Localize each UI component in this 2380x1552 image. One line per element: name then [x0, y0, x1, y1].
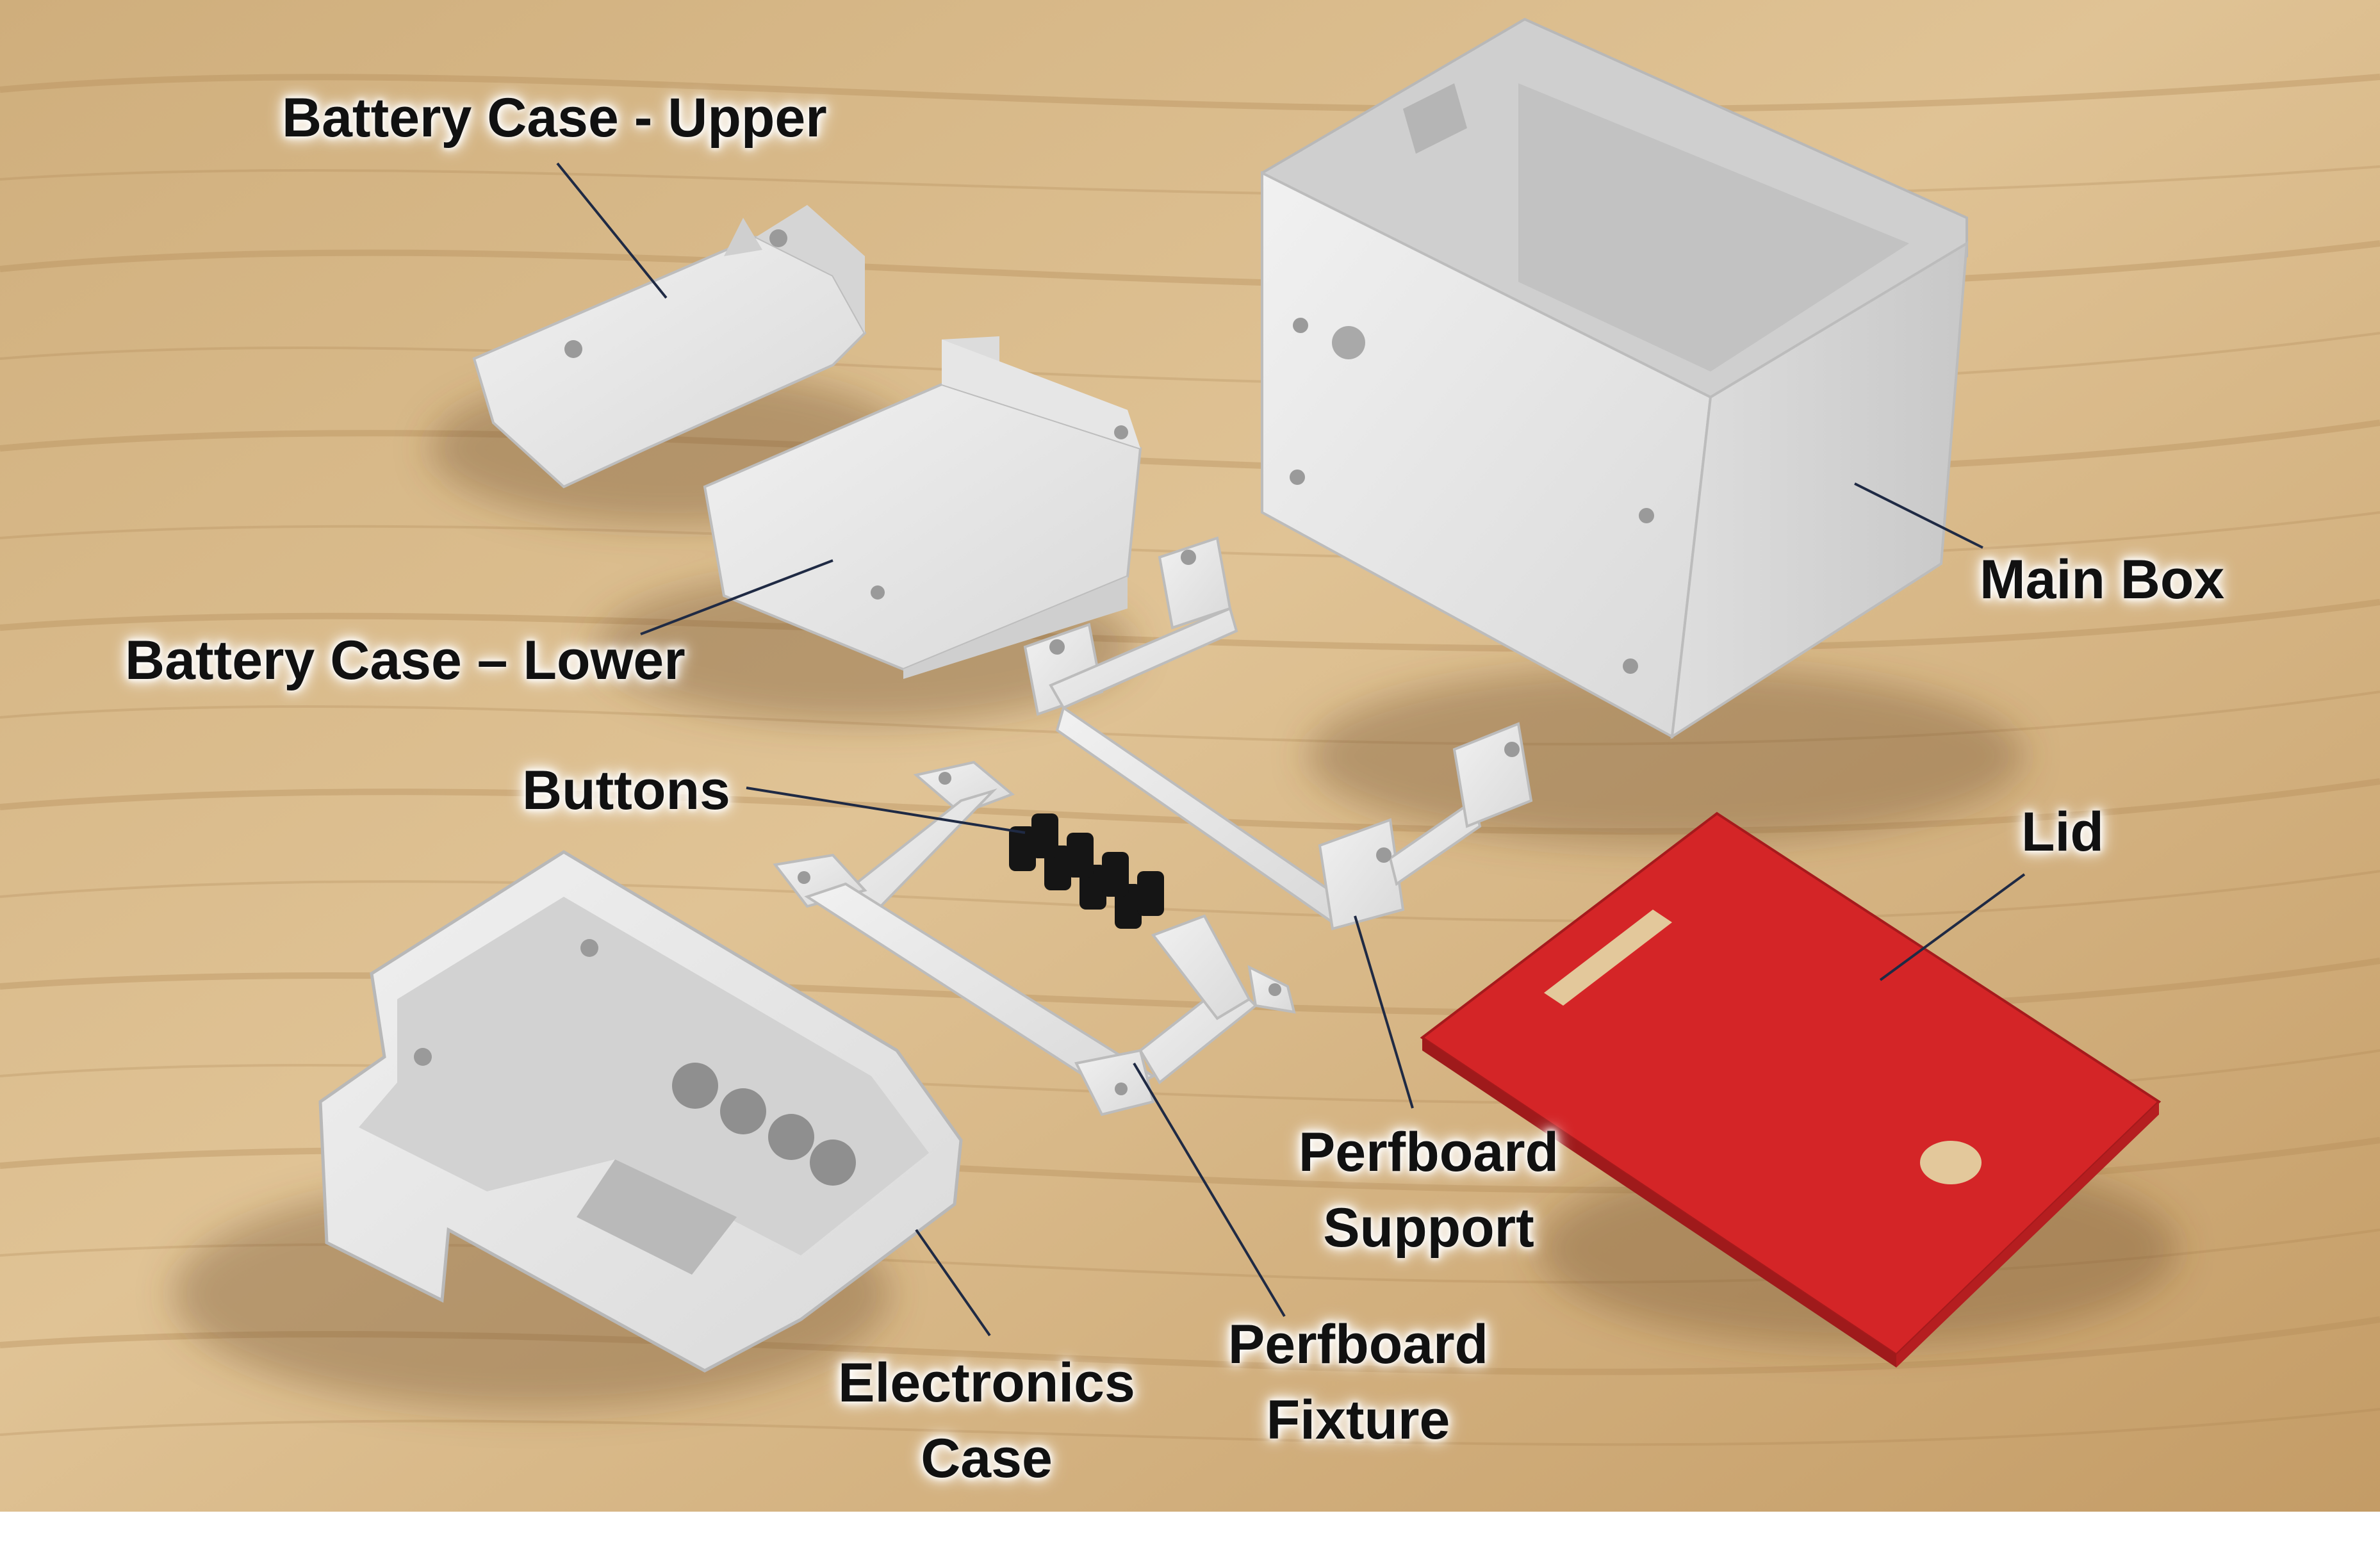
- leader-battery-lower: [640, 559, 833, 635]
- label-perfboard-support-line2: Support: [1323, 1197, 1534, 1259]
- leader-lines: [556, 162, 2026, 1337]
- lid-part: [1420, 812, 2162, 1368]
- battery-case-lower-part: [703, 336, 1142, 679]
- label-main-box: Main Box: [1980, 549, 2225, 610]
- label-lid: Lid: [2021, 801, 2104, 863]
- leader-perfboard-support: [1354, 915, 1414, 1109]
- label-electronics-case-line1: Electronics: [838, 1352, 1135, 1414]
- perfboard-support-part: [1023, 536, 1533, 931]
- buttons-part: [1009, 813, 1164, 929]
- label-perfboard-fixture-line1: Perfboard: [1227, 1314, 1489, 1375]
- electronics-case-part: [318, 850, 963, 1373]
- label-electronics-case: Electronics Case: [833, 1345, 1140, 1496]
- label-perfboard-fixture: Perfboard Fixture: [1217, 1307, 1499, 1458]
- main-box-part: [1261, 17, 1969, 739]
- label-perfboard-fixture-line2: Fixture: [1266, 1389, 1450, 1451]
- leader-buttons: [746, 787, 1026, 834]
- leader-battery-upper: [556, 162, 668, 299]
- label-battery-case-upper: Battery Case - Upper: [282, 87, 827, 149]
- label-electronics-case-line2: Case: [921, 1428, 1053, 1489]
- battery-case-upper-part: [472, 205, 867, 489]
- leader-lid: [1879, 873, 2026, 981]
- label-battery-case-lower: Battery Case – Lower: [125, 630, 685, 691]
- label-perfboard-support-line1: Perfboard: [1298, 1122, 1559, 1183]
- leader-electronics-case: [915, 1229, 991, 1337]
- label-buttons: Buttons: [522, 760, 730, 821]
- leader-main-box: [1854, 482, 1983, 549]
- label-perfboard-support: Perfboard Support: [1288, 1115, 1570, 1266]
- leader-perfboard-fixture: [1133, 1062, 1286, 1318]
